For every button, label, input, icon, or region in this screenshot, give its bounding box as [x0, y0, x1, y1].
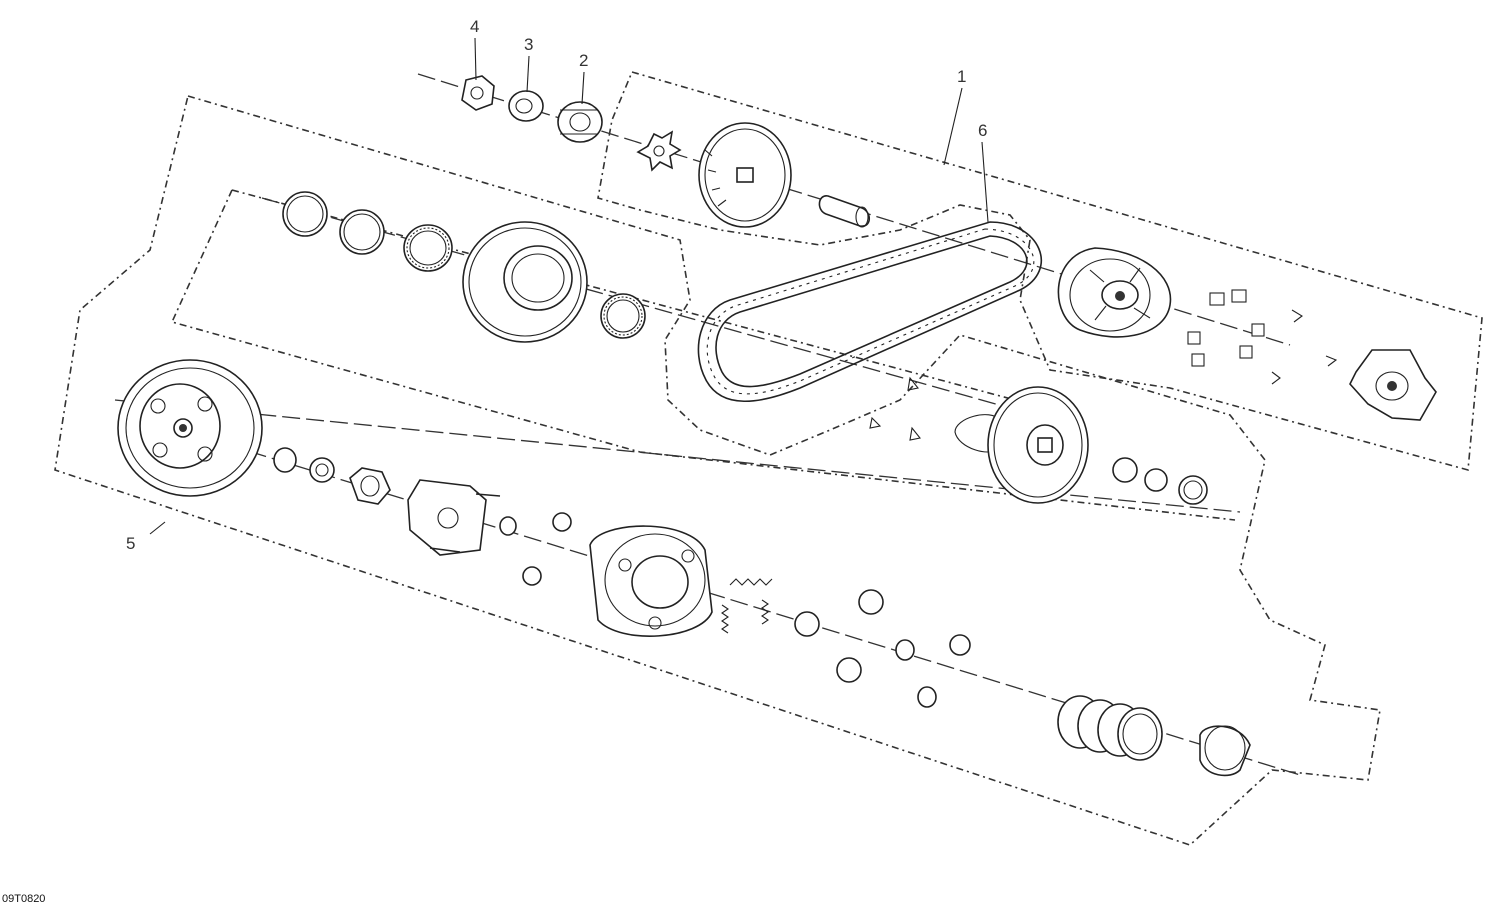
driven-fixed-sheave[interactable] — [462, 221, 588, 343]
nut-part-4[interactable] — [461, 75, 495, 111]
callout-6: 6 — [978, 121, 987, 140]
callout-2: 2 — [579, 51, 588, 70]
callout-4: 4 — [470, 17, 479, 36]
seal-rings[interactable] — [282, 191, 385, 255]
driven-movable-sheave[interactable] — [954, 386, 1089, 504]
carrier-bushings[interactable] — [499, 512, 572, 586]
retaining-clips[interactable] — [794, 589, 971, 708]
callout-3: 3 — [524, 35, 533, 54]
clutch-washers[interactable] — [273, 447, 335, 483]
slider-buttons[interactable] — [869, 376, 921, 441]
sprocket-hub-part-2[interactable] — [557, 101, 603, 143]
clutch-springs[interactable] — [721, 578, 773, 634]
bearing-ring[interactable] — [403, 224, 453, 272]
leader-lines — [149, 37, 989, 535]
compression-spring-rings[interactable] — [1057, 695, 1163, 761]
callout-1: 1 — [957, 67, 966, 86]
callout-5: 5 — [126, 534, 135, 553]
clutch-drum[interactable] — [117, 359, 263, 497]
bushing-sleeve[interactable] — [818, 195, 871, 228]
drive-pulley-assembly-boundary — [597, 71, 1483, 472]
centrifugal-rollers[interactable] — [1187, 289, 1338, 385]
drive-movable-sheave[interactable] — [1057, 247, 1172, 338]
clutch-shoe-assembly[interactable] — [589, 525, 713, 637]
drive-belt-part-6[interactable] — [697, 221, 1043, 402]
washer-part-3[interactable] — [508, 90, 544, 122]
callout-labels: 4 3 2 1 6 5 — [126, 17, 987, 553]
clutch-nut[interactable] — [349, 467, 391, 505]
drive-fixed-sheave[interactable] — [698, 122, 792, 228]
ramp-plate[interactable] — [1349, 349, 1437, 421]
clutch-carrier-plate[interactable] — [407, 479, 501, 556]
drawing-code: 09T0820 — [2, 893, 46, 905]
star-washer[interactable] — [636, 130, 682, 172]
spring-seat-stack[interactable] — [1112, 457, 1208, 505]
spring-cup[interactable] — [1199, 725, 1251, 777]
driven-pulley-assembly-boundary — [54, 94, 1381, 846]
bearing-ring-2[interactable] — [600, 293, 646, 339]
